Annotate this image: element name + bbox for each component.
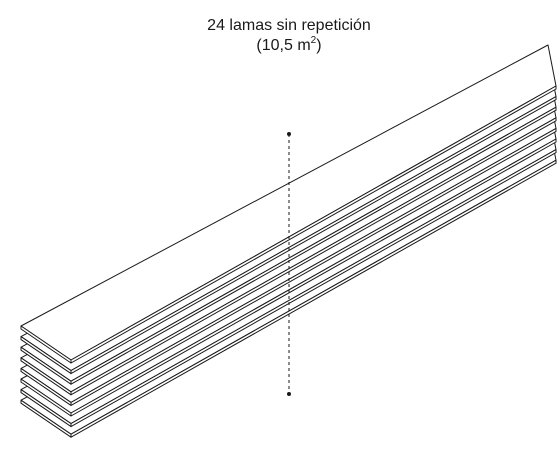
caption-line-2: (10,5 m2) bbox=[0, 34, 560, 56]
caption: 24 lamas sin repetición (10,5 m2) bbox=[0, 16, 560, 56]
plank-side-edge bbox=[20, 389, 72, 428]
planks-group bbox=[20, 44, 557, 438]
plank-front-edge bbox=[70, 96, 557, 375]
plank-side-edge bbox=[20, 378, 72, 417]
plank-side-edge bbox=[20, 336, 72, 375]
caption-area-exponent: 2 bbox=[310, 34, 317, 46]
dimension-top-dot bbox=[287, 132, 291, 136]
caption-area-suffix: ) bbox=[316, 37, 322, 54]
plank-side-edge bbox=[20, 367, 72, 406]
plank-side-edge bbox=[20, 357, 72, 396]
dimension-bottom-dot bbox=[287, 392, 291, 396]
plank-front-edge bbox=[70, 106, 557, 385]
caption-line-1: 24 lamas sin repetición bbox=[207, 17, 371, 34]
plank-front-edge bbox=[70, 85, 557, 364]
plank-front-edge bbox=[70, 117, 557, 396]
plank-side-edge bbox=[20, 325, 72, 364]
plank-side-edge bbox=[20, 399, 72, 438]
caption-area-prefix: (10,5 m bbox=[256, 37, 311, 54]
plank-side-edge bbox=[20, 346, 72, 385]
